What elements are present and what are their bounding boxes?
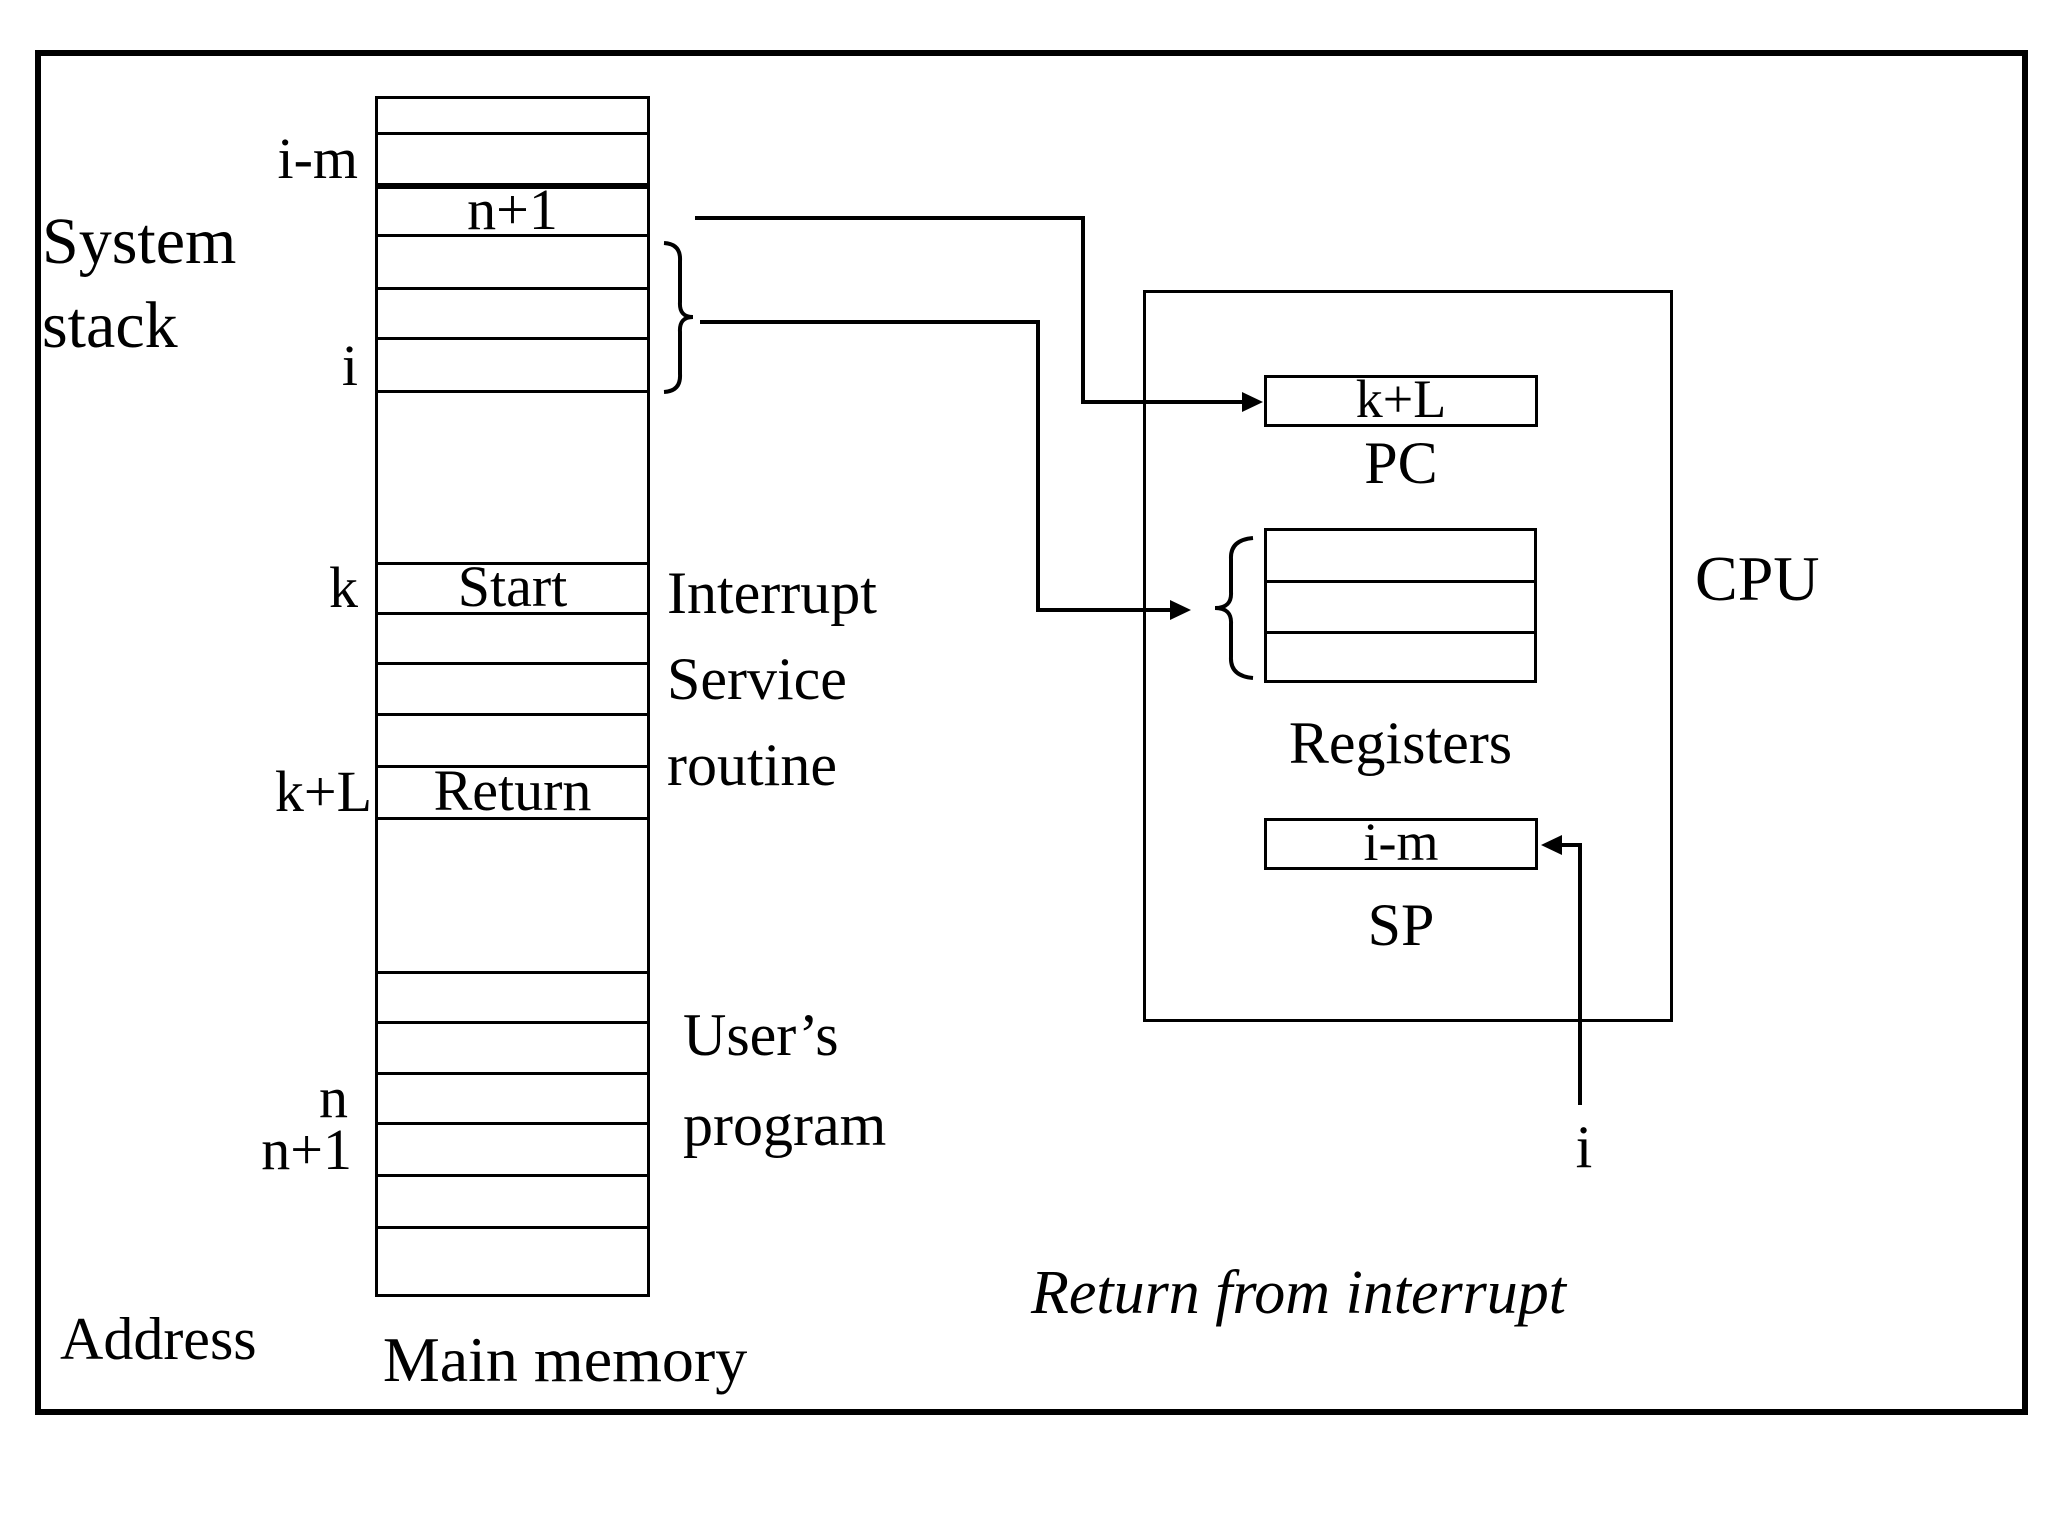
memory-cell-divider xyxy=(377,662,648,665)
sp-source-i-label: i xyxy=(1575,1114,1593,1180)
pc-register-value: k+L xyxy=(1355,369,1447,429)
main-memory-caption: Main memory xyxy=(382,1324,748,1395)
memory-cell-divider xyxy=(377,765,648,768)
memory-cell-start: Start xyxy=(457,554,568,619)
memory-cell-divider xyxy=(377,390,648,393)
address-label-k-plus-L: k+L xyxy=(274,759,372,824)
sp-register-value: i-m xyxy=(1363,812,1439,872)
memory-cell-divider xyxy=(377,287,648,290)
memory-cell-divider xyxy=(377,971,648,974)
address-heading: Address xyxy=(60,1306,257,1372)
user-program-label: User’s program xyxy=(683,990,886,1170)
address-label-i-m: i-m xyxy=(277,126,358,191)
pc-label: PC xyxy=(1364,430,1438,496)
user-program-line-1: User’s xyxy=(683,1002,839,1068)
memory-cell-divider xyxy=(377,234,648,237)
stack-top-divider xyxy=(377,183,648,189)
system-stack-label: System stack xyxy=(42,200,236,368)
memory-cell-return: Return xyxy=(433,758,592,823)
registers-label: Registers xyxy=(1288,710,1513,776)
diagram-border xyxy=(35,50,2028,1415)
memory-cell-divider xyxy=(377,337,648,340)
system-stack-line-1: System xyxy=(42,205,237,278)
system-stack-line-2: stack xyxy=(42,289,178,362)
memory-cell-divider xyxy=(377,562,648,565)
main-memory-column xyxy=(375,96,650,1297)
pc-register-box xyxy=(1264,375,1538,427)
memory-cell-divider xyxy=(377,1072,648,1075)
memory-cell-divider xyxy=(377,713,648,716)
isr-line-3: routine xyxy=(667,732,837,798)
memory-cell-divider xyxy=(377,1174,648,1177)
user-program-line-2: program xyxy=(683,1092,887,1158)
registers-box xyxy=(1264,528,1537,683)
address-label-k: k xyxy=(329,555,358,620)
memory-cell-divider xyxy=(377,612,648,615)
memory-cell-divider xyxy=(377,1021,648,1024)
register-divider xyxy=(1267,631,1534,634)
memory-cell-divider xyxy=(377,817,648,820)
address-label-i: i xyxy=(341,333,358,398)
isr-label: Interrupt Service routine xyxy=(667,550,877,808)
sp-label: SP xyxy=(1367,892,1435,958)
memory-cell-divider xyxy=(377,132,648,135)
memory-cell-divider xyxy=(377,1122,648,1125)
address-label-n: n xyxy=(319,1065,348,1130)
address-label-n-plus-1: n+1 xyxy=(261,1117,352,1182)
cpu-label: CPU xyxy=(1695,543,1820,614)
register-divider xyxy=(1267,580,1534,583)
figure-caption: Return from interrupt xyxy=(1031,1259,1567,1327)
sp-register-box xyxy=(1264,818,1538,870)
isr-line-2: Service xyxy=(667,646,847,712)
isr-line-1: Interrupt xyxy=(667,560,877,626)
cpu-box xyxy=(1143,290,1673,1022)
memory-cell-divider xyxy=(377,1226,648,1229)
memory-cell-n-plus-1: n+1 xyxy=(467,177,558,242)
